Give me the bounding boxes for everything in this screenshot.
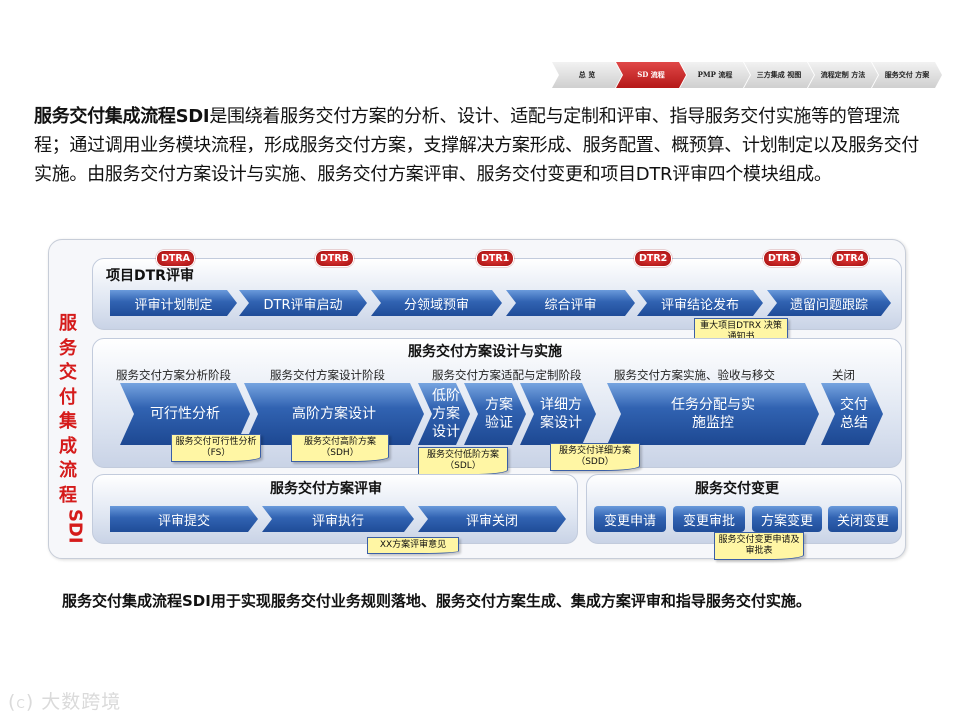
step-review-plan[interactable]: 评审计划制定 (110, 290, 237, 316)
phase-adaptation: 服务交付方案适配与定制阶段 (432, 368, 582, 382)
dtr-review-title: 项目DTR评审 (106, 268, 194, 284)
dtr-marker-1: DTR1 (476, 250, 515, 267)
step-comprehensive-review[interactable]: 综合评审 (506, 290, 635, 316)
nav-step-delivery-plan[interactable]: 服务交付 方案 (872, 62, 942, 88)
dtr-marker-3: DTR3 (763, 250, 802, 267)
dtr-marker-b: DTRB (315, 250, 354, 267)
doc-note-sdl: 服务交付低阶方案（SDL） (418, 447, 508, 475)
step-close-change[interactable]: 关闭变更 (828, 506, 898, 532)
step-conclusion-release[interactable]: 评审结论发布 (637, 290, 763, 316)
vertical-title-latin: SDI (64, 508, 86, 544)
process-nav: 总 览 SD 流程 PMP 流程 三方集成 视图 流程定制 方法 服务交付 方案 (552, 62, 950, 88)
summary-text: 服务交付集成流程SDI用于实现服务交付业务规则落地、服务交付方案生成、集成方案评… (62, 592, 811, 610)
step-change-request[interactable]: 变更申请 (594, 506, 666, 532)
nav-step-integration-view[interactable]: 三方集成 视图 (744, 62, 814, 88)
step-review-close[interactable]: 评审关闭 (418, 506, 566, 532)
dtr-marker-a: DTRA (156, 250, 196, 267)
nav-step-sd-process[interactable]: SD 流程 (616, 62, 686, 88)
doc-note-sdh: 服务交付高阶方案（SDH） (291, 434, 389, 462)
plan-review-title: 服务交付方案评审 (270, 481, 382, 497)
nav-step-pmp-process[interactable]: PMP 流程 (680, 62, 750, 88)
nav-step-overview[interactable]: 总 览 (552, 62, 622, 88)
doc-note-fs: 服务交付可行性分析（FS） (171, 434, 261, 462)
phase-implementation: 服务交付方案实施、验收与移交 (614, 368, 775, 382)
intro-bold-term: 服务交付集成流程SDI (34, 106, 210, 127)
step-review-execute[interactable]: 评审执行 (262, 506, 414, 532)
dtr-marker-2: DTR2 (634, 250, 673, 267)
watermark-logo: (C) 大数跨境 (8, 691, 122, 713)
delivery-change-title: 服务交付变更 (695, 481, 779, 497)
doc-note-sdd: 服务交付详细方案（SDD） (550, 443, 640, 471)
step-domain-prereview[interactable]: 分领域预审 (371, 290, 502, 316)
step-issue-tracking[interactable]: 遗留问题跟踪 (767, 290, 891, 316)
step-task-assignment[interactable]: 任务分配与实施监控 (607, 383, 819, 445)
step-plan-change[interactable]: 方案变更 (752, 506, 822, 532)
step-change-approval[interactable]: 变更审批 (673, 506, 745, 532)
phase-design: 服务交付方案设计阶段 (270, 368, 385, 382)
step-dtr-start[interactable]: DTR评审启动 (239, 290, 367, 316)
design-panel-title: 服务交付方案设计与实施 (408, 344, 562, 360)
dtr-marker-4: DTR4 (831, 250, 870, 267)
intro-paragraph: 服务交付集成流程SDI是围绕着服务交付方案的分析、设计、适配与定制和评审、指导服… (34, 102, 934, 189)
doc-note-change-form: 服务交付变更申请及审批表 (714, 532, 804, 560)
nav-step-customization[interactable]: 流程定制 方法 (808, 62, 878, 88)
phase-analysis: 服务交付方案分析阶段 (116, 368, 231, 382)
phase-closure: 关闭 (832, 368, 855, 382)
step-review-submit[interactable]: 评审提交 (110, 506, 258, 532)
intro-text: 是围绕着服务交付方案的分析、设计、适配与定制和评审、指导服务交付实施等的管理流程… (34, 106, 919, 185)
doc-note-review-opinion: XX方案评审意见 (367, 537, 459, 554)
